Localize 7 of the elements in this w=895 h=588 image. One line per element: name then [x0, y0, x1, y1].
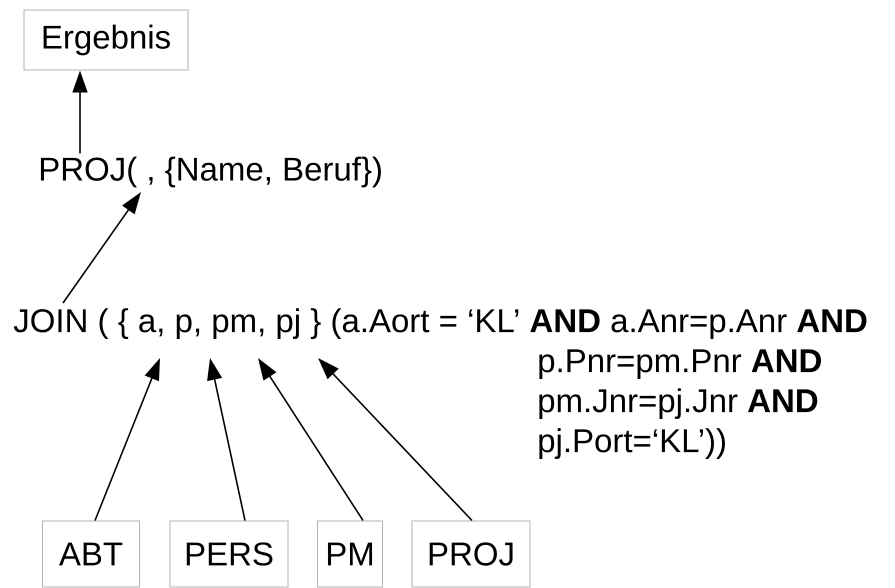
- table-box: PROJ: [412, 520, 530, 588]
- expression-text: JOIN ( { a, p, pm, pj } (a.Aort = ‘KL’ AND a.Anr=p.Anr AND p.Pnr=pm.Pnr AND pm.Jnr=pj.Jnr AND pj.Port=‘KL’)): [14, 308, 866, 459]
- table-box: Ergebnis: [24, 10, 188, 70]
- table-box: ABT: [42, 520, 140, 588]
- table-box: PM: [317, 520, 383, 588]
- table-box: PERS: [170, 520, 288, 588]
- expression-text: PROJ( , {Name, Beruf}): [40, 156, 381, 188]
